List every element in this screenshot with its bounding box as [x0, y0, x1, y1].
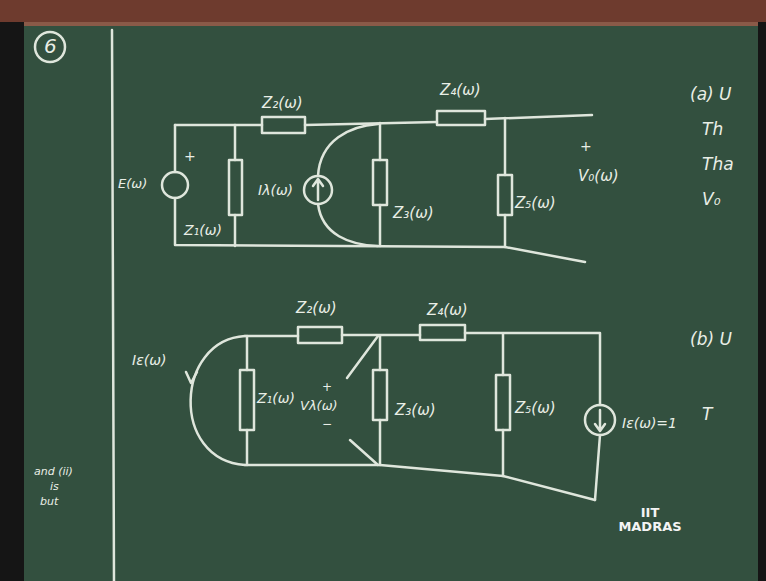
note-text: (a) U: [690, 85, 732, 105]
impedance-symbol: [373, 160, 387, 205]
impedance-label: Z₄(ω): [440, 82, 481, 99]
note-text: V₀: [702, 190, 720, 210]
dark-edge: [0, 22, 24, 581]
impedance-label: Z₁(ω): [257, 390, 295, 406]
polarity-mark: +: [322, 381, 332, 395]
margin-note: is: [50, 481, 59, 494]
impedance-label: Z₅(ω): [515, 195, 556, 212]
wire: [245, 465, 595, 500]
current-arrow: [186, 372, 197, 383]
note-text: T: [702, 405, 712, 425]
impedance-symbol: [298, 327, 342, 343]
dark-edge: [758, 22, 766, 581]
impedance-label: Z₂(ω): [262, 95, 303, 112]
current-arrow: [313, 179, 323, 200]
problem-number: 6: [44, 35, 57, 58]
impedance-label: Z₂(ω): [296, 300, 337, 317]
wire: [502, 334, 505, 476]
short-circuit-wire: [191, 336, 245, 465]
wire: [318, 124, 378, 246]
source-label: E(ω): [118, 177, 147, 192]
note-text: Tha: [702, 155, 734, 175]
note-text: Th: [702, 120, 723, 140]
impedance-label: Z₁(ω): [184, 222, 222, 238]
wire: [504, 118, 507, 247]
impedance-label: Z₄(ω): [427, 302, 468, 319]
margin-note: and (ii): [34, 466, 73, 479]
impedance-symbol: [240, 370, 254, 430]
impedance-symbol: [420, 325, 465, 340]
wire: [379, 336, 382, 465]
board-frame: [0, 0, 766, 22]
watermark: IIT MADRAS: [612, 506, 688, 533]
port-label: Vλ(ω): [300, 399, 338, 414]
impedance-symbol: [496, 375, 510, 430]
current-source-symbol: [304, 176, 332, 204]
margin-note: but: [40, 496, 58, 509]
wire: [595, 435, 600, 500]
wire: [175, 115, 592, 125]
problem-circle: [35, 32, 65, 62]
board-frame-edge: [0, 22, 766, 26]
current-arrow: [595, 410, 605, 431]
source-label: Iε(ω)=1: [622, 415, 677, 431]
impedance-symbol: [498, 175, 512, 215]
wire: [234, 125, 237, 246]
source-label: Iλ(ω): [258, 182, 293, 198]
impedance-symbol: [262, 117, 305, 133]
output-label: V₀(ω): [578, 168, 619, 185]
impedance-symbol: [229, 160, 242, 215]
impedance-label: Z₃(ω): [393, 205, 434, 222]
margin-line: [112, 30, 114, 581]
polarity-mark: +: [184, 148, 196, 164]
polarity-mark: −: [322, 418, 332, 432]
polarity-mark: +: [580, 138, 592, 154]
wire: [246, 336, 249, 465]
impedance-label: Z₃(ω): [395, 402, 436, 419]
impedance-symbol: [437, 111, 485, 125]
source-label: Iε(ω): [132, 352, 166, 368]
voltage-source-symbol: [162, 172, 188, 198]
impedance-symbol: [373, 370, 387, 420]
impedance-label: Z₅(ω): [515, 400, 556, 417]
current-source-symbol: [585, 405, 615, 435]
wire: [379, 123, 382, 246]
note-text: (b) U: [690, 330, 732, 350]
